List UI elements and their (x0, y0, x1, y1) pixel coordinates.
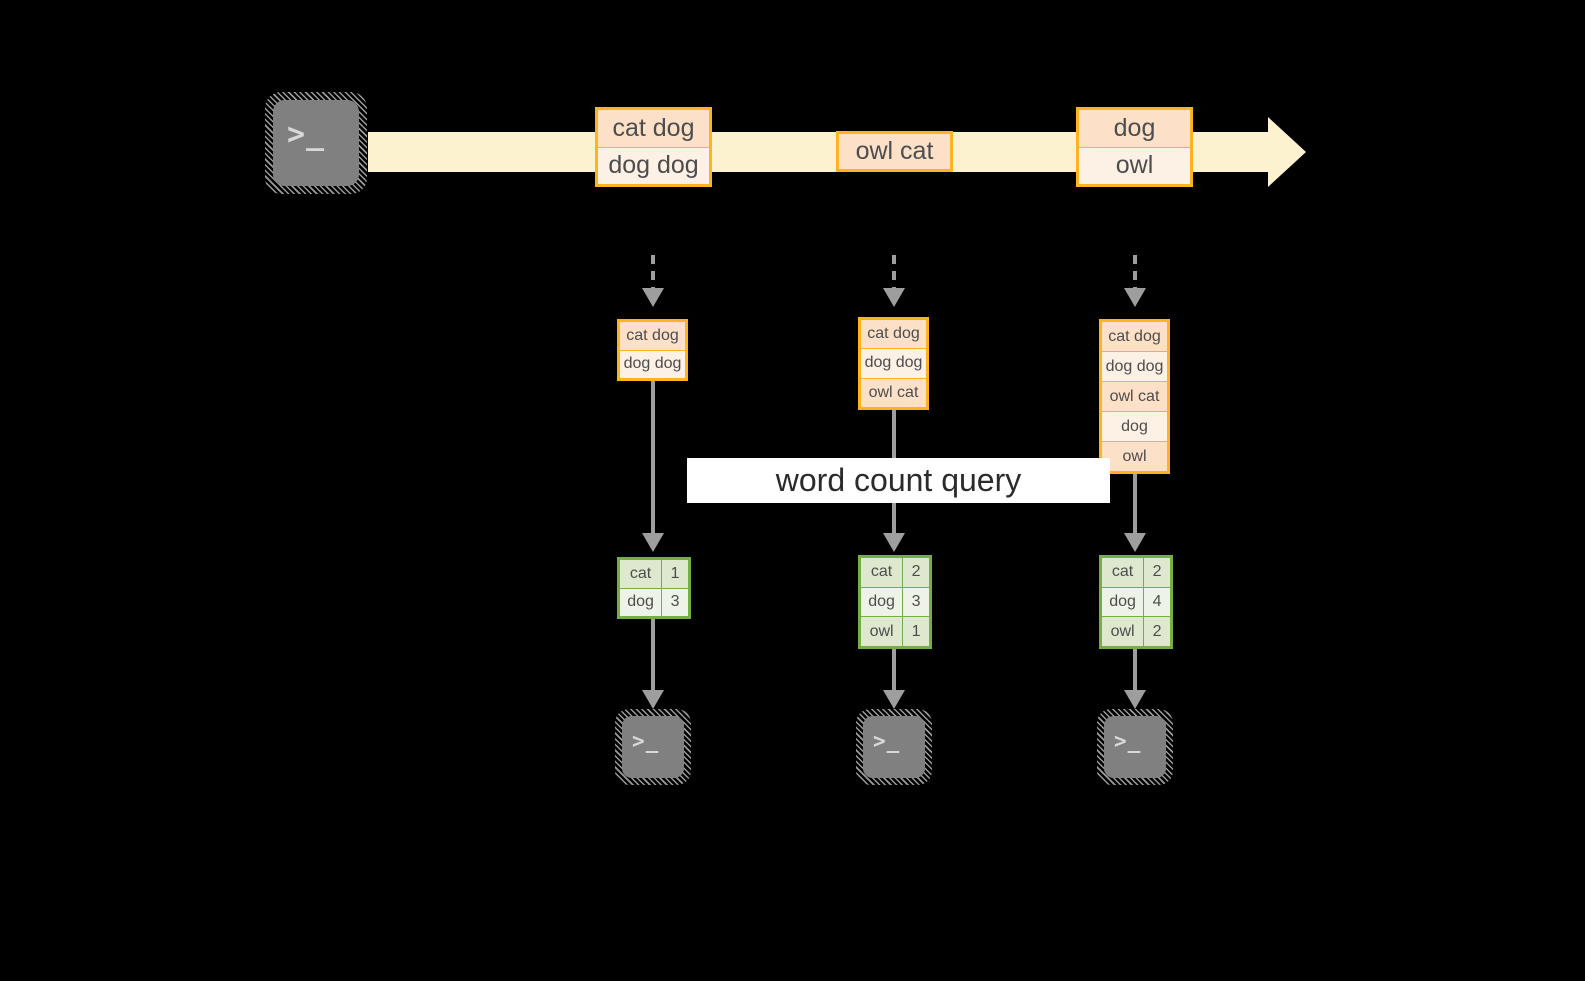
result-row: dog 3 (861, 587, 929, 618)
dashed-connector (1133, 255, 1137, 289)
result-row: dog 4 (1102, 587, 1170, 618)
result-word: dog (861, 587, 904, 617)
connector-arrowhead (883, 690, 905, 709)
sink-terminal-icon[interactable]: >_ (856, 709, 932, 785)
result-row: cat 2 (1102, 558, 1170, 588)
stream-event-row: owl (1079, 147, 1190, 184)
connector-arrowhead (883, 533, 905, 552)
query-label-band: word count query (687, 458, 1110, 503)
accumulated-events-box[interactable]: cat dog dog dog owl cat (858, 317, 929, 410)
terminal-body (622, 716, 684, 778)
result-count: 2 (903, 558, 929, 587)
stream-event-row: cat dog (598, 110, 709, 148)
query-connector (1133, 474, 1137, 537)
result-row: owl 2 (1102, 617, 1170, 647)
accumulated-event-row: cat dog (1102, 322, 1167, 352)
stream-event-group[interactable]: cat dog dog dog (595, 107, 712, 187)
connector-arrowhead (1124, 288, 1146, 307)
connector-arrowhead (883, 288, 905, 307)
stream-arrowhead (1268, 117, 1306, 187)
terminal-prompt-glyph: >_ (1114, 729, 1142, 753)
dashed-connector (651, 255, 655, 289)
terminal-body (273, 100, 359, 186)
terminal-body (1104, 716, 1166, 778)
stream-event-row: owl cat (839, 134, 950, 169)
result-word: owl (1102, 617, 1145, 647)
source-terminal-icon[interactable]: >_ (265, 92, 367, 194)
terminal-prompt-glyph: >_ (873, 729, 901, 753)
dashed-connector (892, 255, 896, 289)
result-count: 1 (903, 617, 929, 647)
accumulated-event-row: owl cat (861, 378, 926, 407)
accumulated-event-row: cat dog (861, 320, 926, 350)
terminal-prompt-glyph: >_ (632, 729, 660, 753)
result-row: owl 1 (861, 617, 929, 647)
result-table[interactable]: cat 1 dog 3 (617, 557, 691, 619)
connector-arrowhead (1124, 690, 1146, 709)
accumulated-event-row: owl cat (1102, 382, 1167, 412)
stream-event-group[interactable]: owl cat (836, 131, 953, 172)
result-table[interactable]: cat 2 dog 3 owl 1 (858, 555, 932, 649)
terminal-prompt-glyph: >_ (287, 117, 326, 152)
result-row: cat 2 (861, 558, 929, 588)
sink-terminal-icon[interactable]: >_ (1097, 709, 1173, 785)
accumulated-events-box[interactable]: cat dog dog dog (617, 319, 688, 381)
result-word: cat (1102, 558, 1145, 587)
result-table[interactable]: cat 2 dog 4 owl 2 (1099, 555, 1173, 649)
sink-connector (892, 649, 896, 692)
query-connector (651, 381, 655, 537)
connector-arrowhead (1124, 533, 1146, 552)
connector-arrowhead (642, 288, 664, 307)
result-count: 3 (903, 587, 929, 617)
result-word: dog (1102, 587, 1145, 617)
result-word: cat (620, 560, 663, 588)
result-row: cat 1 (620, 560, 688, 589)
connector-arrowhead (642, 690, 664, 709)
result-count: 3 (662, 588, 688, 616)
result-count: 2 (1144, 617, 1170, 647)
stream-event-row: dog dog (598, 147, 709, 184)
result-count: 1 (662, 560, 688, 588)
accumulated-event-row: dog (1102, 412, 1167, 442)
query-label: word count query (775, 462, 1022, 498)
connector-arrowhead (642, 533, 664, 552)
stream-event-row: dog (1079, 110, 1190, 148)
result-count: 2 (1144, 558, 1170, 587)
sink-connector (651, 619, 655, 692)
accumulated-event-row: dog dog (620, 350, 685, 378)
accumulated-events-box[interactable]: cat dog dog dog owl cat dog owl (1099, 319, 1170, 474)
result-word: dog (620, 588, 663, 616)
terminal-body (863, 716, 925, 778)
sink-terminal-icon[interactable]: >_ (615, 709, 691, 785)
accumulated-event-row: dog dog (1102, 352, 1167, 382)
accumulated-event-row: owl (1102, 442, 1167, 471)
result-word: cat (861, 558, 904, 587)
accumulated-event-row: dog dog (861, 349, 926, 379)
result-count: 4 (1144, 587, 1170, 617)
accumulated-event-row: cat dog (620, 322, 685, 351)
result-row: dog 3 (620, 588, 688, 616)
result-word: owl (861, 617, 904, 647)
stream-event-group[interactable]: dog owl (1076, 107, 1193, 187)
sink-connector (1133, 649, 1137, 692)
